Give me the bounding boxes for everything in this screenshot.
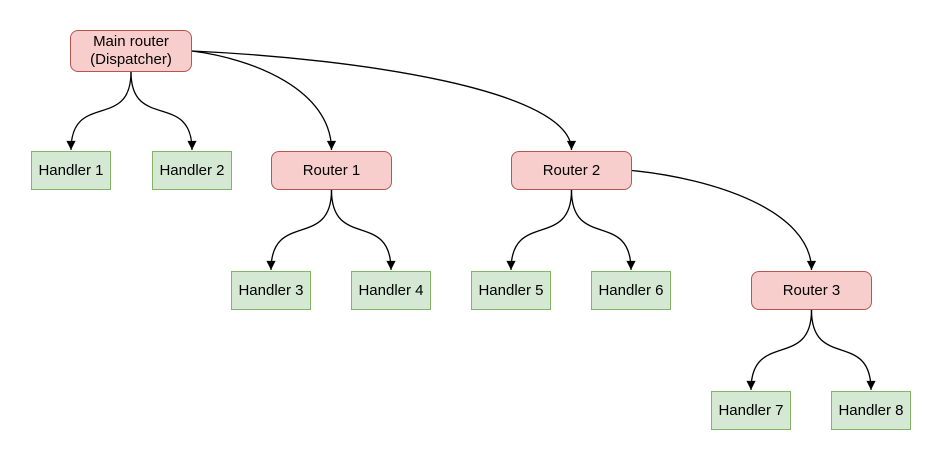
edge-r3-h7[interactable] [746, 309, 813, 391]
node-label: Router 3 [782, 281, 841, 299]
node-label: Handler 5 [478, 281, 544, 299]
node-label: Handler 7 [718, 401, 784, 419]
node-h5[interactable]: Handler 5 [471, 271, 551, 310]
node-label: Handler 8 [838, 401, 904, 419]
node-h4[interactable]: Handler 4 [351, 271, 431, 310]
edge-main-r1[interactable] [191, 50, 337, 151]
node-main[interactable]: Main router(Dispatcher) [70, 30, 192, 72]
node-r1[interactable]: Router 1 [271, 151, 392, 190]
node-label: Main router [93, 33, 169, 50]
node-h8[interactable]: Handler 8 [831, 391, 911, 430]
edge-main-h1[interactable] [66, 71, 132, 151]
node-label: Handler 4 [358, 281, 424, 299]
node-label: Router 2 [542, 161, 601, 179]
edge-main-r2[interactable] [191, 50, 577, 151]
node-r2[interactable]: Router 2 [511, 151, 632, 190]
edge-r2-r3[interactable] [631, 169, 817, 271]
edge-r3-h8[interactable] [810, 309, 876, 391]
node-h1[interactable]: Handler 1 [31, 151, 111, 190]
node-h3[interactable]: Handler 3 [231, 271, 311, 310]
edge-r2-h5[interactable] [506, 189, 573, 271]
node-h7[interactable]: Handler 7 [711, 391, 791, 430]
edge-r1-h4[interactable] [330, 189, 396, 271]
node-label: Handler 2 [159, 161, 225, 179]
node-r3[interactable]: Router 3 [751, 271, 872, 310]
edge-main-h2[interactable] [130, 71, 197, 151]
node-h6[interactable]: Handler 6 [591, 271, 671, 310]
node-h2[interactable]: Handler 2 [152, 151, 232, 190]
node-label: Router 1 [302, 161, 361, 179]
node-label: Handler 3 [238, 281, 304, 299]
node-label: Handler 1 [38, 161, 104, 179]
edge-r2-h6[interactable] [570, 189, 636, 271]
node-label: Handler 6 [598, 281, 664, 299]
node-label: (Dispatcher) [90, 51, 172, 68]
edge-r1-h3[interactable] [266, 189, 333, 271]
